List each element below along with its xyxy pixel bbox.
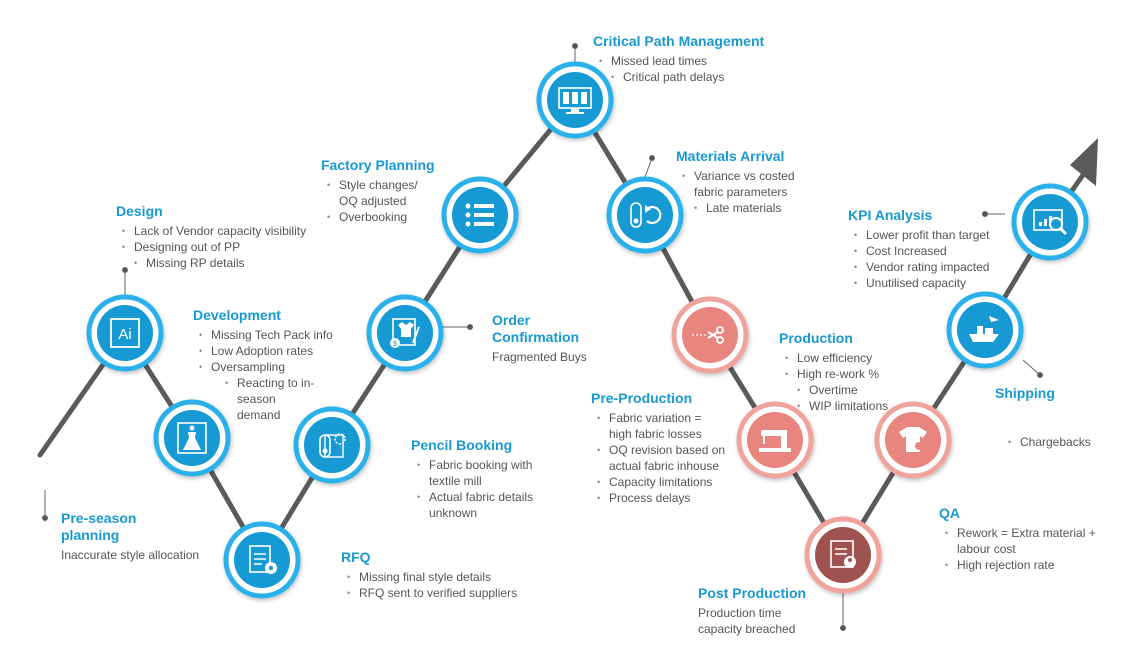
- development-point: Oversampling: [193, 359, 353, 375]
- monitor-search-icon: [1033, 209, 1068, 236]
- order-confirmation-node: $: [366, 294, 444, 372]
- factory-planning-point: Style changes/ OQ adjusted: [321, 177, 429, 209]
- clipboard-person-icon: [830, 540, 856, 568]
- pencil-booking-node: [293, 406, 371, 484]
- adobe-illustrator-icon: Ai: [110, 318, 140, 348]
- materials-arrival-label: Materials Arrival Variance vs costed fab…: [676, 148, 826, 216]
- order-confirmation-note: Fragmented Buys: [492, 350, 587, 364]
- kpi-analysis-point: Lower profit than target: [848, 227, 1018, 243]
- monitor-dashboard-icon: [558, 87, 592, 114]
- materials-arrival-title: Materials Arrival: [676, 148, 785, 164]
- materials-arrival-point: Late materials: [676, 200, 826, 216]
- kpi-analysis-point: Vendor rating impacted: [848, 259, 1018, 275]
- development-node: [153, 399, 231, 477]
- critical-path-title: Critical Path Management: [593, 33, 765, 49]
- critical-path-point: Missed lead times: [593, 53, 823, 69]
- cargo-ship-icon: [969, 316, 999, 342]
- sewing-machine-icon: [759, 430, 791, 452]
- factory-planning-title: Factory Planning: [321, 157, 435, 173]
- progress-arrow-head: [1070, 138, 1098, 186]
- kpi-analysis-node: [1011, 183, 1089, 261]
- design-point: Lack of Vendor capacity visibility: [116, 223, 346, 239]
- pencil-booking-point: Fabric booking with textile mill: [411, 457, 559, 489]
- kpi-analysis-point: Unutilised capacity: [848, 275, 1018, 291]
- preseason-title: Pre-season planning: [61, 510, 137, 543]
- rfq-point: RFQ sent to verified suppliers: [341, 585, 561, 601]
- post-production-label: Post Production Production time capacity…: [698, 585, 838, 637]
- rfq-label: RFQ Missing final style details RFQ sent…: [341, 549, 561, 601]
- factory-planning-label: Factory Planning Style changes/ OQ adjus…: [321, 157, 451, 225]
- development-point: Reacting to in-season demand: [193, 375, 317, 423]
- process-path-line: [37, 97, 1093, 563]
- development-point: Missing Tech Pack info: [193, 327, 353, 343]
- materials-arrival-point: Variance vs costed fabric parameters: [676, 168, 809, 200]
- pre-production-point: Fabric variation = high fabric losses: [591, 410, 719, 442]
- production-label: Production Low efficiency High re-work %…: [779, 330, 929, 414]
- pencil-booking-point: Actual fabric details unknown: [411, 489, 559, 521]
- development-point: Low Adoption rates: [193, 343, 353, 359]
- dress-design-icon: [177, 422, 207, 454]
- svg-text:$: $: [393, 341, 397, 348]
- leader-lines: [42, 43, 1043, 631]
- design-point: Missing RP details: [116, 255, 346, 271]
- pencil-booking-title: Pencil Booking: [411, 437, 513, 453]
- design-icon-text: Ai: [118, 326, 131, 343]
- tshirt-check-icon: [899, 427, 927, 452]
- clipboard-gear-icon: [249, 545, 277, 574]
- planning-list-icon: [465, 203, 494, 227]
- shipping-points: Chargebacks: [1002, 434, 1122, 450]
- kpi-analysis-label: KPI Analysis Lower profit than target Co…: [848, 207, 1018, 291]
- shipping-node: [946, 291, 1024, 369]
- production-point: WIP limitations: [779, 398, 929, 414]
- factory-planning-point: Overbooking: [321, 209, 451, 225]
- production-point: Overtime: [779, 382, 929, 398]
- shirt-clipboard-icon: $: [390, 318, 420, 348]
- development-label: Development Missing Tech Pack info Low A…: [193, 307, 353, 423]
- pre-production-label: Pre-Production Fabric variation = high f…: [591, 390, 741, 506]
- qa-node: [874, 401, 952, 479]
- preseason-note: Inaccurate style allocation: [61, 548, 200, 562]
- post-production-note: Production time capacity breached: [698, 606, 796, 636]
- production-point: High re-work %: [779, 366, 929, 382]
- qa-point: High rejection rate: [939, 557, 1119, 573]
- pre-production-point: Capacity limitations: [591, 474, 741, 490]
- production-node: [736, 401, 814, 479]
- pre-production-point: Process delays: [591, 490, 741, 506]
- shipping-point: Chargebacks: [1002, 434, 1122, 450]
- kpi-analysis-point: Cost Increased: [848, 243, 1018, 259]
- pre-production-point: OQ revision based on actual fabric inhou…: [591, 442, 734, 474]
- qa-point: Rework = Extra material + labour cost: [939, 525, 1117, 557]
- pre-production-node: [671, 296, 749, 374]
- qa-label: QA Rework = Extra material + labour cost…: [939, 505, 1119, 573]
- production-point: Low efficiency: [779, 350, 929, 366]
- design-point: Designing out of PP: [116, 239, 346, 255]
- materials-arrival-node: [606, 176, 684, 254]
- rfq-title: RFQ: [341, 549, 371, 565]
- design-label: Design Lack of Vendor capacity visibilit…: [116, 203, 346, 271]
- kpi-analysis-title: KPI Analysis: [848, 207, 933, 223]
- production-title: Production: [779, 330, 853, 346]
- preseason-label: Pre-season planning Inaccurate style all…: [61, 510, 231, 563]
- order-confirmation-label: Order Confirmation Fragmented Buys: [492, 312, 632, 365]
- fabric-roll-refresh-icon: [630, 202, 662, 228]
- factory-planning-node: [441, 176, 519, 254]
- critical-path-label: Critical Path Management Missed lead tim…: [593, 33, 823, 85]
- order-confirmation-title: Order Confirmation: [492, 312, 580, 345]
- fabric-roll-gear-icon: [319, 433, 346, 458]
- post-production-node: [804, 516, 882, 594]
- rfq-node: [223, 521, 301, 599]
- rfq-point: Missing final style details: [341, 569, 561, 585]
- scissors-icon: [692, 326, 724, 344]
- critical-path-point: Critical path delays: [593, 69, 823, 85]
- shipping-title: Shipping: [995, 385, 1055, 401]
- design-node: Ai: [86, 294, 164, 372]
- design-title: Design: [116, 203, 163, 219]
- post-production-title: Post Production: [698, 585, 807, 601]
- development-title: Development: [193, 307, 281, 323]
- shipping-label: Shipping: [995, 385, 1115, 405]
- pre-production-title: Pre-Production: [591, 390, 693, 406]
- qa-title: QA: [939, 505, 960, 521]
- pencil-booking-label: Pencil Booking Fabric booking with texti…: [411, 437, 561, 521]
